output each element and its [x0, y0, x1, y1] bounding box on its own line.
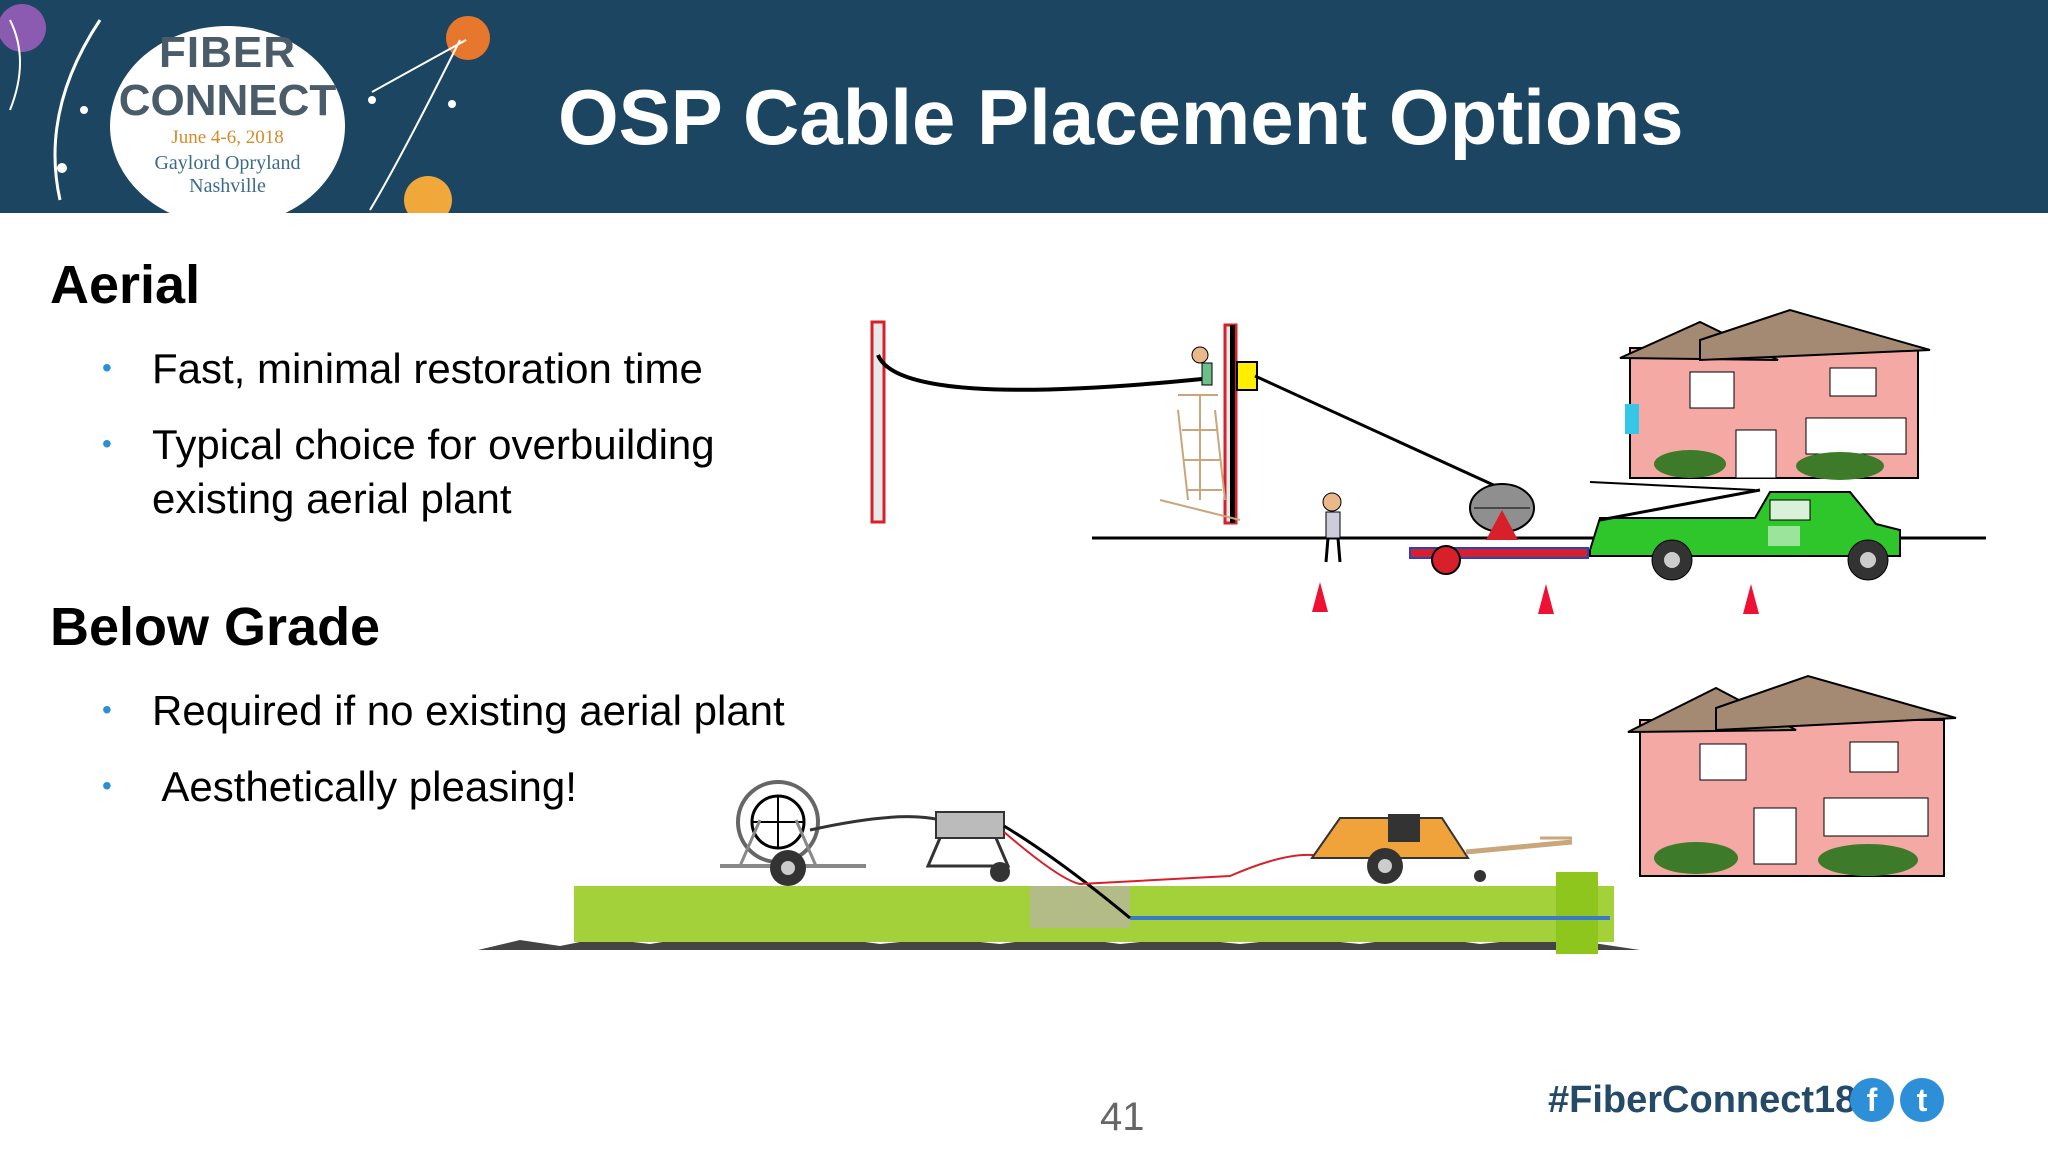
page-number: 41	[1100, 1095, 1145, 1139]
traffic-cone-icon	[1312, 582, 1328, 612]
cable-blower-icon	[925, 811, 1011, 882]
utility-pole-left-icon	[870, 320, 886, 524]
ladder-icon	[1159, 394, 1241, 521]
bullet-dot: •	[102, 352, 112, 383]
cable-reel-trailer-icon	[1409, 483, 1589, 575]
bullet-text: existing aerial plant	[152, 475, 512, 522]
below-grade-scene	[478, 780, 1640, 954]
bullet-text: Required if no existing aerial plant	[152, 687, 785, 734]
bullet-dot: •	[102, 428, 112, 459]
aerial-scene	[870, 320, 1986, 614]
bore-pit	[1030, 886, 1130, 928]
logo-badge	[110, 26, 345, 213]
logo-city: Nashville	[189, 175, 266, 197]
bullet-text: Typical choice for overbuilding	[152, 421, 715, 468]
logo-line-fiber: FIBER	[159, 28, 296, 77]
traffic-cone-icon	[1538, 584, 1554, 614]
orange-dot-icon	[446, 16, 490, 60]
house-icon	[1619, 308, 1931, 480]
aerial-cable	[876, 354, 1213, 392]
bullet-dot: •	[102, 694, 112, 725]
slide-header: FIBER CONNECT June 4-6, 2018 Gaylord Opr…	[0, 0, 2048, 213]
bullet-text: Fast, minimal restoration time	[152, 345, 703, 392]
twitter-icon[interactable]: t	[1900, 1078, 1944, 1122]
lineman-icon	[1191, 346, 1213, 386]
cable-reel-stand-icon	[720, 780, 866, 886]
handhole	[1556, 872, 1598, 954]
facebook-icon[interactable]: f	[1850, 1078, 1894, 1122]
worker-icon	[1322, 492, 1342, 563]
air-compressor-trailer-icon	[1310, 814, 1573, 884]
bucket-truck-icon	[1589, 481, 1901, 581]
bullet-dot: •	[102, 770, 112, 801]
heading-below-grade: Below Grade	[50, 597, 381, 657]
header-decoration	[0, 4, 490, 213]
gold-dot-icon	[404, 176, 452, 213]
purple-dot-icon	[0, 4, 46, 52]
logo-dates: June 4-6, 2018	[171, 127, 284, 148]
slide-title: OSP Cable Placement Options	[558, 73, 1684, 161]
event-hashtag: #FiberConnect18	[1548, 1079, 1857, 1121]
logo-venue: Gaylord Opryland	[154, 152, 301, 174]
house-icon	[1627, 674, 1957, 877]
heading-aerial: Aerial	[50, 255, 201, 315]
traffic-cone-icon	[1743, 584, 1759, 614]
junction-box-icon	[1236, 361, 1258, 391]
bullet-text: Aesthetically pleasing!	[152, 763, 577, 810]
logo-line-connect: CONNECT	[118, 76, 337, 125]
